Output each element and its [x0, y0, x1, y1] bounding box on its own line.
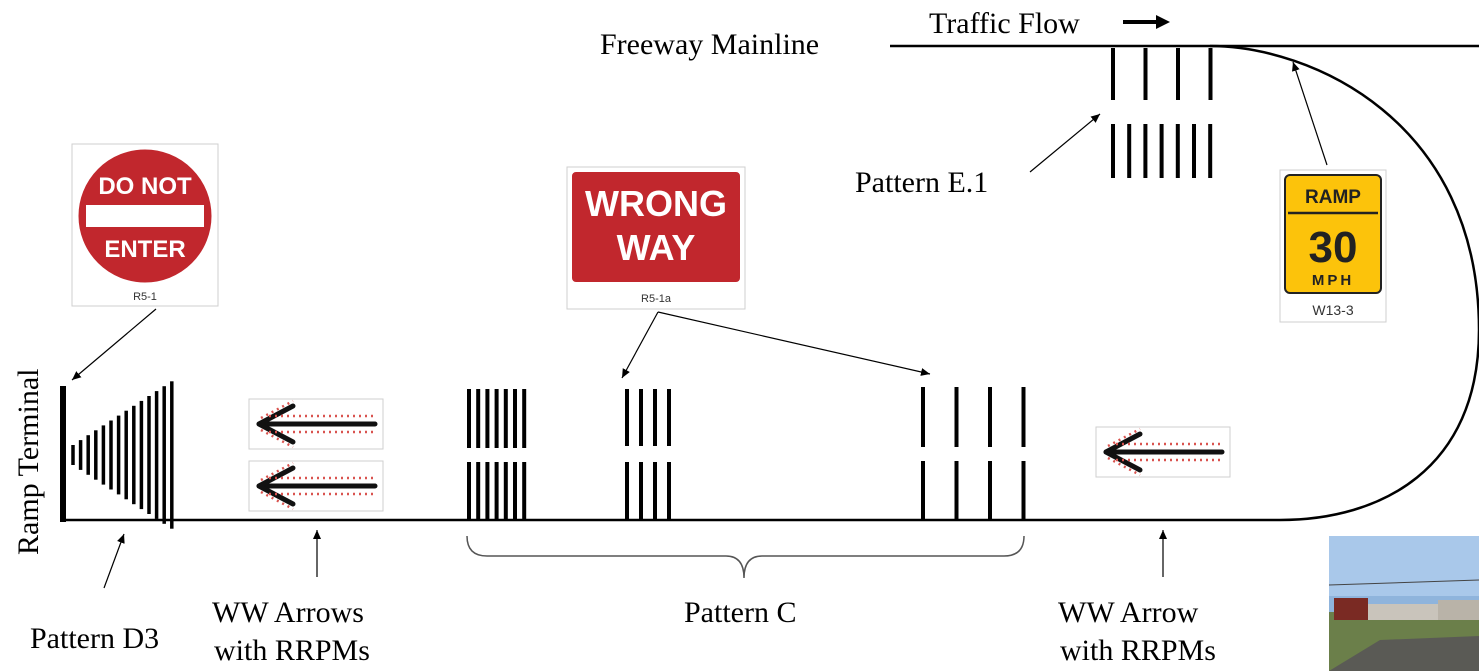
traffic-flow-label: Traffic Flow: [929, 7, 1080, 40]
ww-arrows-label-line2: with RRPMs: [214, 634, 370, 667]
do-not-enter-line1: DO NOT: [98, 173, 192, 200]
ww-arrow-label-line2: with RRPMs: [1060, 634, 1216, 667]
pattern-c-markings-medium: [625, 389, 671, 520]
marking-bar: [1159, 124, 1164, 178]
pattern-e1-markings: [1111, 48, 1213, 178]
marking-bar: [1127, 124, 1132, 178]
marking-bar: [513, 389, 517, 448]
marking-bar: [1021, 387, 1026, 447]
ww-arrow-marking-2: [249, 461, 383, 511]
pattern-c-label: Pattern C: [684, 596, 797, 629]
do-not-enter-line2: ENTER: [104, 236, 185, 263]
do-not-enter-sign: DO NOT ENTER R5-1: [71, 143, 219, 307]
pattern-c-markings-dense: [467, 389, 527, 520]
pattern-c-markings-wide: [921, 387, 1026, 520]
ramp-speed-unit: MPH: [1312, 272, 1354, 289]
ww-arrows-label-line1: WW Arrows: [212, 596, 364, 629]
marking-bar: [485, 462, 490, 520]
marking-bar: [60, 386, 66, 522]
marking-bar: [94, 430, 98, 480]
traffic-flow-arrow-icon: [1123, 15, 1170, 29]
ramp-terminal-label: Ramp Terminal: [12, 369, 45, 555]
ww-arrow-marking-3: [1096, 427, 1230, 477]
marking-bar: [921, 387, 925, 447]
marking-bar: [503, 462, 508, 520]
ramp-speed-value: 30: [1309, 223, 1358, 272]
marking-bar: [1143, 124, 1148, 178]
marking-bar: [467, 462, 471, 520]
marking-bar: [476, 462, 481, 520]
marking-bar: [921, 461, 925, 520]
pointer-e1: [1029, 113, 1101, 173]
marking-bar: [503, 389, 508, 448]
marking-bar: [494, 389, 499, 448]
marking-bar: [494, 462, 499, 520]
marking-bar: [639, 389, 643, 446]
marking-bar: [154, 391, 159, 519]
marking-bar: [1208, 48, 1213, 100]
pattern-d3-label: Pattern D3: [30, 622, 159, 655]
pattern-c-brace: [466, 535, 1025, 579]
marking-bar: [109, 420, 113, 490]
site-photo: [1328, 536, 1479, 671]
marking-bar: [667, 462, 671, 520]
freeway-mainline-label: Freeway Mainline: [600, 28, 819, 61]
marking-bar: [1208, 124, 1213, 178]
marking-bar: [522, 462, 527, 520]
marking-bar: [625, 389, 629, 446]
marking-bar: [653, 389, 657, 446]
marking-bar: [653, 462, 657, 520]
marking-bar: [1175, 124, 1180, 178]
wrong-way-line1: WRONG: [585, 183, 727, 224]
marking-bar: [139, 400, 144, 510]
pointer-r5-1a-to-pattern-c-right: [657, 311, 931, 376]
marking-bar: [988, 387, 992, 447]
marking-bar: [513, 462, 517, 520]
wrong-way-code: R5-1a: [641, 293, 672, 305]
marking-bar: [71, 445, 75, 465]
marking-bar: [1192, 124, 1196, 178]
marking-bar: [1111, 48, 1115, 100]
pointer-r5-1a-to-pattern-c-left: [621, 311, 659, 379]
marking-bar: [954, 387, 959, 447]
marking-bar: [170, 381, 174, 529]
ramp-speed-sign: RAMP 30 MPH W13-3: [1279, 169, 1387, 323]
pointer-w13-3: [1292, 61, 1328, 166]
ramp-speed-code: W13-3: [1312, 302, 1353, 318]
marking-bar: [485, 389, 490, 448]
marking-bar: [988, 461, 992, 520]
marking-bar: [1176, 48, 1180, 100]
pointer-pattern-d3: [103, 533, 125, 589]
marking-bar: [132, 405, 136, 505]
marking-bar: [522, 389, 527, 448]
ww-arrow-marking-1: [249, 399, 383, 449]
ww-arrow-label-line1: WW Arrow: [1058, 596, 1199, 629]
marking-bar: [101, 425, 106, 485]
marking-bar: [954, 461, 959, 520]
pointer-d3-to-r5-1: [71, 308, 157, 381]
do-not-enter-code: R5-1: [133, 291, 157, 303]
marking-bar: [86, 435, 90, 475]
pattern-d3-markings: [60, 381, 174, 529]
marking-bar: [1111, 124, 1115, 178]
marking-bar: [1143, 48, 1148, 100]
pattern-e1-label: Pattern E.1: [855, 166, 988, 199]
marking-bar: [147, 396, 151, 514]
marking-bar: [667, 389, 671, 446]
ramp-speed-top: RAMP: [1305, 187, 1361, 208]
marking-bar: [78, 440, 83, 470]
marking-bar: [124, 410, 128, 500]
marking-bar: [467, 389, 471, 448]
marking-bar: [476, 389, 481, 448]
marking-bar: [116, 415, 121, 495]
marking-bar: [162, 386, 166, 524]
marking-bar: [625, 462, 629, 520]
marking-bar: [639, 462, 643, 520]
wrong-way-sign: WRONG WAY R5-1a: [566, 166, 746, 310]
wrong-way-line2: WAY: [617, 227, 696, 268]
marking-bar: [1021, 461, 1026, 520]
